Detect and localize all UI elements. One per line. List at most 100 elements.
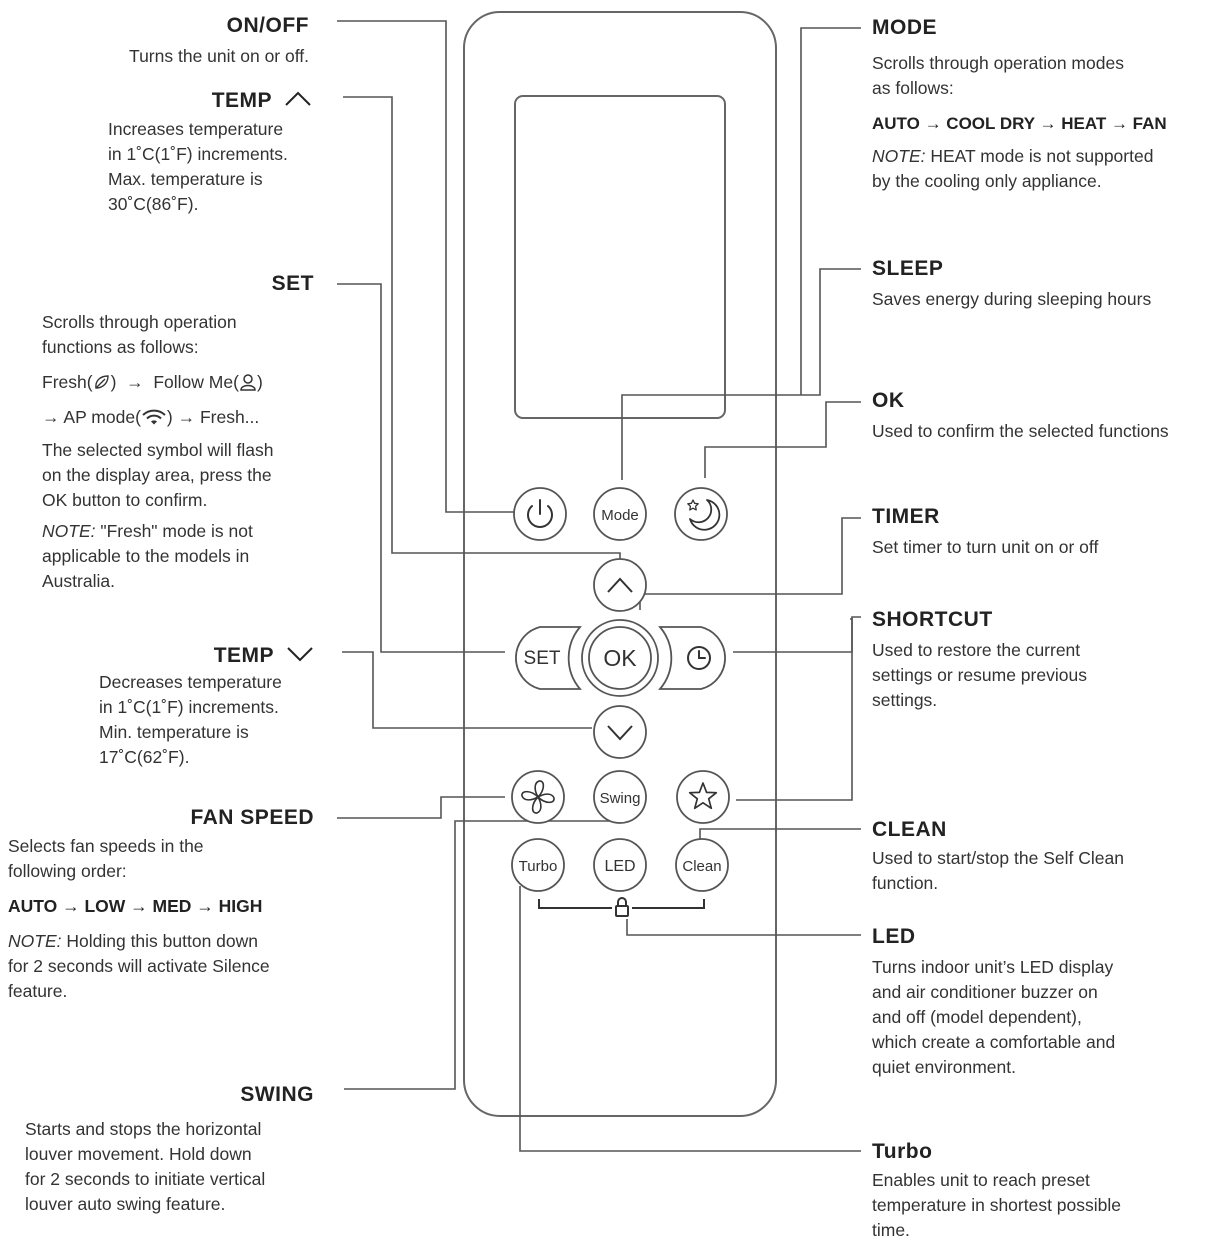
shortcut-section: SHORTCUT Used to restore the current set… xyxy=(872,608,1230,713)
ok-section: OK Used to confirm the selected function… xyxy=(872,389,1230,444)
temp-up-section: TEMP Increases temperature in 1˚C(1˚F) i… xyxy=(108,89,318,217)
clean-section: CLEAN Used to start/stop the Self Clean … xyxy=(872,818,1230,896)
sleep-button[interactable] xyxy=(674,487,728,541)
leaf-icon xyxy=(94,375,109,389)
person-icon xyxy=(240,374,256,391)
star-icon xyxy=(688,782,718,810)
timer-section: TIMER Set timer to turn unit on or off xyxy=(872,505,1230,560)
temp-down-button[interactable] xyxy=(593,705,647,759)
timer-desc: Set timer to turn unit on or off xyxy=(872,537,1099,557)
turbo-title: Turbo xyxy=(872,1140,933,1163)
ok-button[interactable]: OK xyxy=(581,619,659,697)
mode-section: MODE Scrolls through operation modes as … xyxy=(872,16,1230,194)
power-button[interactable] xyxy=(513,487,567,541)
temp-up-desc-line: Max. temperature is xyxy=(108,169,263,189)
led-desc-line: quiet environment. xyxy=(872,1057,1016,1077)
temp-up-button[interactable] xyxy=(593,558,647,612)
leader-led xyxy=(626,919,861,936)
fan-note-line: for 2 seconds will activate Silence xyxy=(8,956,270,976)
set-note-line: "Fresh" mode is not xyxy=(100,521,253,541)
swing-title-block: SWING xyxy=(240,1083,314,1107)
remote-display xyxy=(514,95,726,419)
led-button[interactable]: LED xyxy=(593,838,647,892)
fan-desc-line: following order: xyxy=(8,861,127,881)
onoff-title: ON/OFF xyxy=(226,14,309,37)
set-note-line: Australia. xyxy=(42,571,115,591)
ok-button-label: OK xyxy=(603,645,637,671)
set-seq-close: ) xyxy=(110,372,117,392)
timer-title: TIMER xyxy=(872,505,940,528)
set-seq-fresh-loop: ) → Fresh... xyxy=(166,407,260,427)
mode-note-line: HEAT mode is not supported xyxy=(930,146,1154,166)
leader-timer xyxy=(639,517,861,610)
set-seq-close2: ) xyxy=(256,372,263,392)
leader-onoff xyxy=(337,20,514,513)
set-button[interactable]: SET xyxy=(515,626,582,690)
leader-mode xyxy=(800,27,861,395)
set-title: SET xyxy=(271,272,314,295)
swing-button[interactable]: Swing xyxy=(593,770,647,824)
led-desc-line: which create a comfortable and xyxy=(872,1032,1116,1052)
swing-desc-line: louver movement. Hold down xyxy=(25,1144,252,1164)
mode-button[interactable]: Mode xyxy=(593,487,647,541)
mode-title: MODE xyxy=(872,16,937,39)
mode-note-line: by the cooling only appliance. xyxy=(872,171,1102,191)
temp-up-heading: TEMP xyxy=(108,89,318,113)
fan-title-block: FAN SPEED xyxy=(190,806,314,830)
leader-shortcut xyxy=(733,616,861,653)
mode-desc-line: as follows: xyxy=(872,78,954,98)
shortcut-desc-line: Used to restore the current xyxy=(872,640,1081,660)
fan-title: FAN SPEED xyxy=(190,806,314,829)
leader-shortcut-lower xyxy=(736,618,853,801)
sleep-title: SLEEP xyxy=(872,257,944,280)
fan-sequence: AUTO → LOW → MED → HIGH xyxy=(8,896,263,916)
mode-sequence: AUTO → COOL DRY → HEAT → FAN xyxy=(872,114,1167,133)
leader-set xyxy=(343,96,621,563)
fan-speed-button[interactable] xyxy=(511,770,565,824)
temp-down-title: TEMP xyxy=(213,644,274,667)
clean-button-label: Clean xyxy=(682,858,721,875)
temp-down-section: TEMP Decreases temperature in 1˚C(1˚F) i… xyxy=(96,644,318,770)
led-desc-line: Turns indoor unit’s LED display xyxy=(872,957,1114,977)
temp-up-desc-line: Increases temperature xyxy=(108,119,284,139)
moon-star-icon xyxy=(687,499,721,531)
leader-sleep xyxy=(621,268,861,480)
down-arrow-icon xyxy=(607,725,633,741)
set-desc-line: Scrolls through operation xyxy=(42,312,237,332)
lock-icon xyxy=(615,897,629,917)
clean-desc-line: function. xyxy=(872,873,939,893)
clean-button[interactable]: Clean xyxy=(675,838,729,892)
led-desc-line: and off (model dependent), xyxy=(872,1007,1082,1027)
turbo-section: Turbo Enables unit to reach preset tempe… xyxy=(872,1140,1230,1243)
sleep-desc: Saves energy during sleeping hours xyxy=(872,289,1152,309)
turbo-desc-line: Enables unit to reach preset xyxy=(872,1170,1090,1190)
leader-fan xyxy=(337,796,505,819)
turbo-button[interactable]: Turbo xyxy=(511,838,565,892)
clean-title: CLEAN xyxy=(872,818,947,841)
mode-button-label: Mode xyxy=(601,507,639,524)
wifi-icon xyxy=(142,409,166,425)
onoff-section: ON/OFF Turns the unit on or off. xyxy=(129,14,309,69)
set-section: Scrolls through operation functions as f… xyxy=(42,310,332,594)
timer-button[interactable] xyxy=(658,626,726,690)
shortcut-button[interactable] xyxy=(676,770,730,824)
leader-temp-up xyxy=(337,283,505,653)
led-section: LED Turns indoor unit’s LED display and … xyxy=(872,925,1230,1080)
fan-note-label: NOTE: xyxy=(8,931,62,951)
temp-down-heading: TEMP xyxy=(96,644,318,668)
temp-down-desc-line: in 1˚C(1˚F) increments. xyxy=(99,697,279,717)
set-seq-arrow: → xyxy=(126,372,144,392)
mode-desc-line: Scrolls through operation modes xyxy=(872,53,1124,73)
power-icon xyxy=(527,499,553,528)
leader-ok xyxy=(704,401,861,478)
temp-up-desc-line: 30˚C(86˚F). xyxy=(108,194,199,214)
swing-button-label: Swing xyxy=(600,790,641,807)
leader-turbo xyxy=(519,886,861,1152)
leader-clean xyxy=(699,828,861,843)
swing-desc-line: for 2 seconds to initiate vertical xyxy=(25,1169,266,1189)
set-seq-follow-me: Follow Me( xyxy=(153,372,239,392)
shortcut-title: SHORTCUT xyxy=(872,608,993,631)
set-flash-line: The selected symbol will flash xyxy=(42,440,274,460)
up-arrow-icon xyxy=(285,91,311,106)
shortcut-desc-line: settings. xyxy=(872,690,938,710)
